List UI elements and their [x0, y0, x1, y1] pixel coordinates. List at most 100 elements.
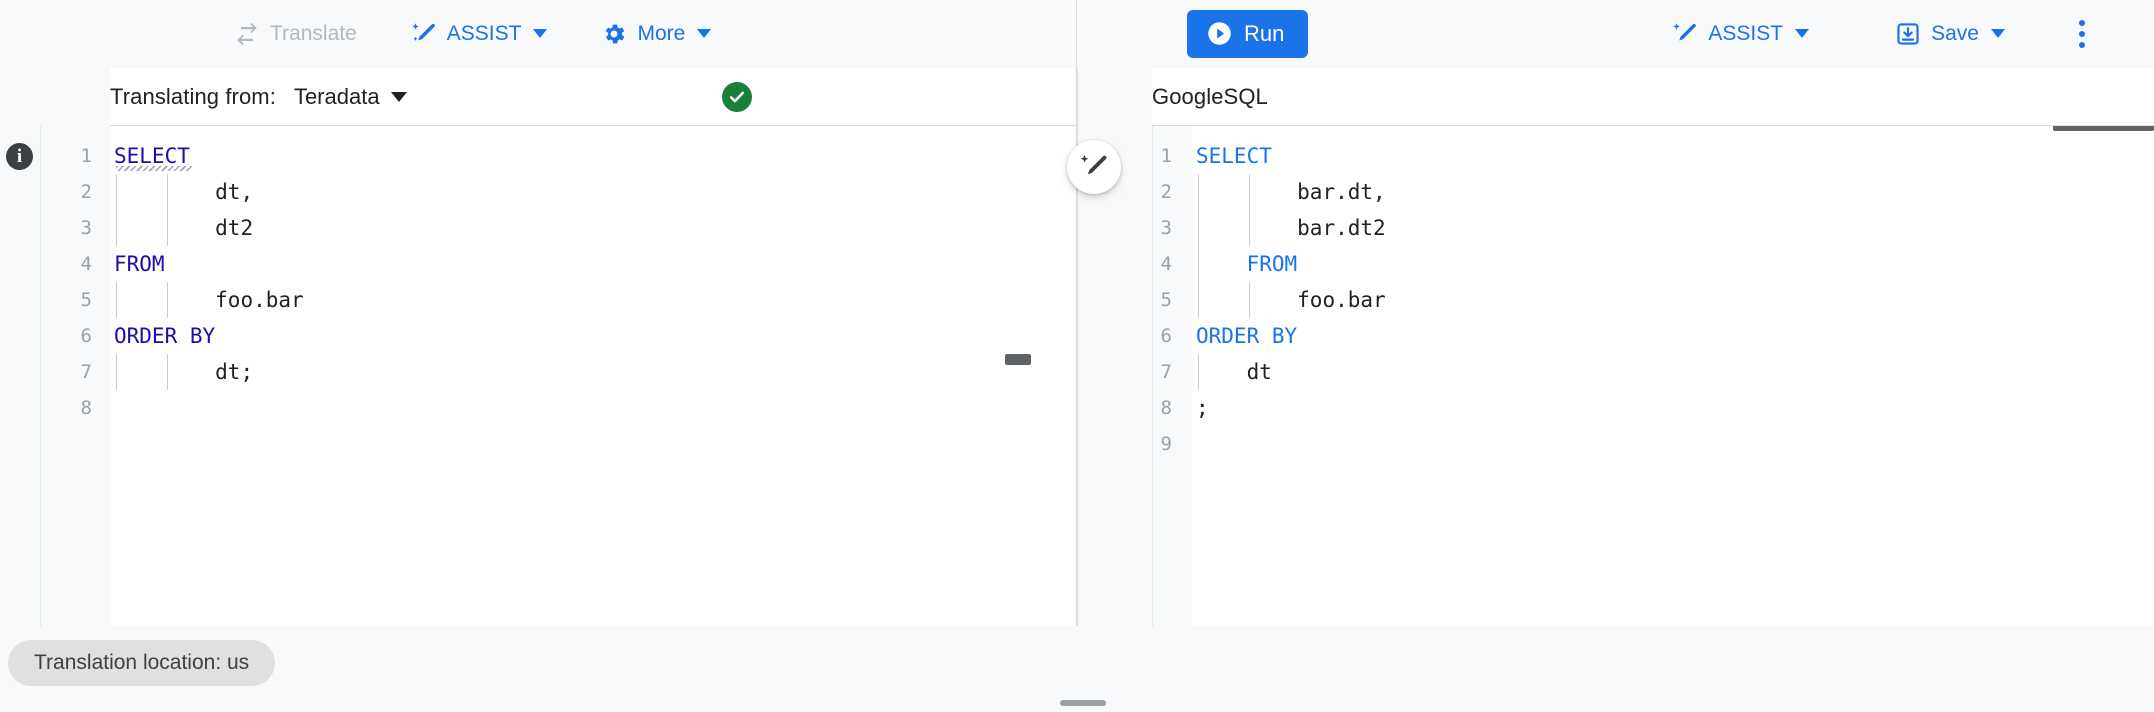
- translation-location-chip[interactable]: Translation location: us: [8, 640, 276, 686]
- indent-guide: [1248, 174, 1250, 210]
- code-token: dt;: [215, 360, 254, 384]
- info-icon[interactable]: i: [6, 143, 33, 170]
- indent-guide: [1198, 174, 1199, 210]
- line-number: 8: [1160, 397, 1172, 419]
- indent-guide: [166, 354, 168, 390]
- translate-button[interactable]: Translate: [220, 11, 371, 57]
- target-info-rail: [1077, 126, 1117, 626]
- save-download-icon: [1895, 21, 1921, 47]
- status-bar: Translation location: us: [0, 626, 2154, 712]
- code-line[interactable]: ORDER BY: [114, 318, 1077, 354]
- code-line[interactable]: [1196, 426, 2154, 462]
- indent-guide: [1198, 210, 1199, 246]
- code-line[interactable]: ;: [1196, 390, 2154, 426]
- run-button[interactable]: Run: [1187, 9, 1309, 58]
- code-line[interactable]: dt2: [114, 210, 1077, 246]
- source-dialect-value: Teradata: [293, 83, 380, 109]
- code-line[interactable]: dt;: [114, 354, 1077, 390]
- chevron-down-icon: [1990, 29, 2005, 38]
- magic-pencil-icon: [1672, 21, 1698, 47]
- indent-guide: [1248, 282, 1250, 318]
- line-number: 6: [1160, 325, 1172, 347]
- indent-guide: [1198, 246, 1199, 282]
- indent-guide: [116, 282, 117, 318]
- line-number: 7: [80, 361, 92, 383]
- code-line[interactable]: bar.dt,: [1196, 174, 2154, 210]
- assist-button-right[interactable]: ASSIST: [1658, 11, 1823, 57]
- code-line[interactable]: FROM: [114, 246, 1077, 282]
- line-number: 5: [80, 289, 92, 311]
- line-number: 1: [1160, 145, 1172, 167]
- code-line[interactable]: FROM: [1196, 246, 2154, 282]
- line-number: 1: [80, 145, 92, 167]
- code-token: dt,: [215, 180, 254, 204]
- line-number: 2: [80, 181, 92, 203]
- indent-guide: [116, 354, 117, 390]
- error-squiggle: [116, 166, 192, 171]
- indent-guide: [166, 174, 168, 210]
- line-number: 5: [1160, 289, 1172, 311]
- source-info-rail: i: [0, 126, 40, 626]
- line-number: 4: [80, 253, 92, 275]
- more-label: More: [637, 21, 686, 45]
- bottom-resize-grip[interactable]: [1060, 700, 1106, 706]
- indent-guide: [116, 174, 117, 210]
- code-line[interactable]: dt: [1196, 354, 2154, 390]
- play-circle-icon: [1206, 20, 1233, 47]
- toolbar-left-group: Translate ASSIST: [0, 0, 1077, 68]
- assist-label-left: ASSIST: [446, 21, 522, 45]
- assist-label-right: ASSIST: [1708, 21, 1784, 45]
- translating-from-label: Translating from:: [110, 83, 276, 109]
- code-token: ORDER BY: [114, 324, 216, 348]
- translate-swap-icon: [234, 21, 260, 47]
- translation-location-label: Translation location: us: [34, 651, 250, 674]
- translate-label: Translate: [270, 21, 357, 45]
- code-line[interactable]: foo.bar: [114, 282, 1077, 318]
- magic-pencil-icon: [411, 21, 437, 47]
- code-line[interactable]: dt,: [114, 174, 1077, 210]
- indent-guide: [1248, 210, 1250, 246]
- target-hscrollbar-thumb[interactable]: [2053, 126, 2154, 131]
- top-toolbar: Translate ASSIST: [0, 0, 2154, 68]
- assist-floating-button[interactable]: [1067, 140, 1121, 194]
- source-hscrollbar-thumb[interactable]: [1005, 354, 1031, 365]
- indent-guide: [116, 210, 117, 246]
- gear-icon: [601, 21, 627, 47]
- code-token: ;: [1196, 396, 1209, 420]
- code-line[interactable]: SELECT: [1196, 138, 2154, 174]
- code-line[interactable]: SELECT: [114, 138, 1077, 174]
- code-token: FROM: [114, 252, 165, 276]
- code-token: foo.bar: [215, 288, 304, 312]
- assist-button-left[interactable]: ASSIST: [397, 11, 562, 57]
- line-number: 3: [80, 217, 92, 239]
- kebab-menu-icon[interactable]: [2071, 12, 2093, 56]
- code-line[interactable]: [114, 390, 1077, 426]
- code-token: dt: [1246, 360, 1272, 384]
- pane-splitter[interactable]: [1076, 68, 1078, 626]
- source-dialect-select[interactable]: Teradata: [294, 84, 407, 110]
- code-token: foo.bar: [1297, 288, 1386, 312]
- indent-guide: [166, 210, 168, 246]
- run-label: Run: [1244, 20, 1285, 46]
- code-token: ORDER BY: [1196, 324, 1298, 348]
- code-line[interactable]: foo.bar: [1196, 282, 2154, 318]
- line-number: 9: [1160, 433, 1172, 455]
- save-label: Save: [1931, 21, 1979, 45]
- code-token: dt2: [215, 216, 254, 240]
- code-token: SELECT: [1196, 144, 1272, 168]
- more-button[interactable]: More: [587, 11, 725, 57]
- line-number: 2: [1160, 181, 1172, 203]
- check-circle-icon: [722, 81, 752, 112]
- save-button[interactable]: Save: [1881, 11, 2019, 57]
- code-line[interactable]: bar.dt2: [1196, 210, 2154, 246]
- line-number: 6: [80, 325, 92, 347]
- code-line[interactable]: ORDER BY: [1196, 318, 2154, 354]
